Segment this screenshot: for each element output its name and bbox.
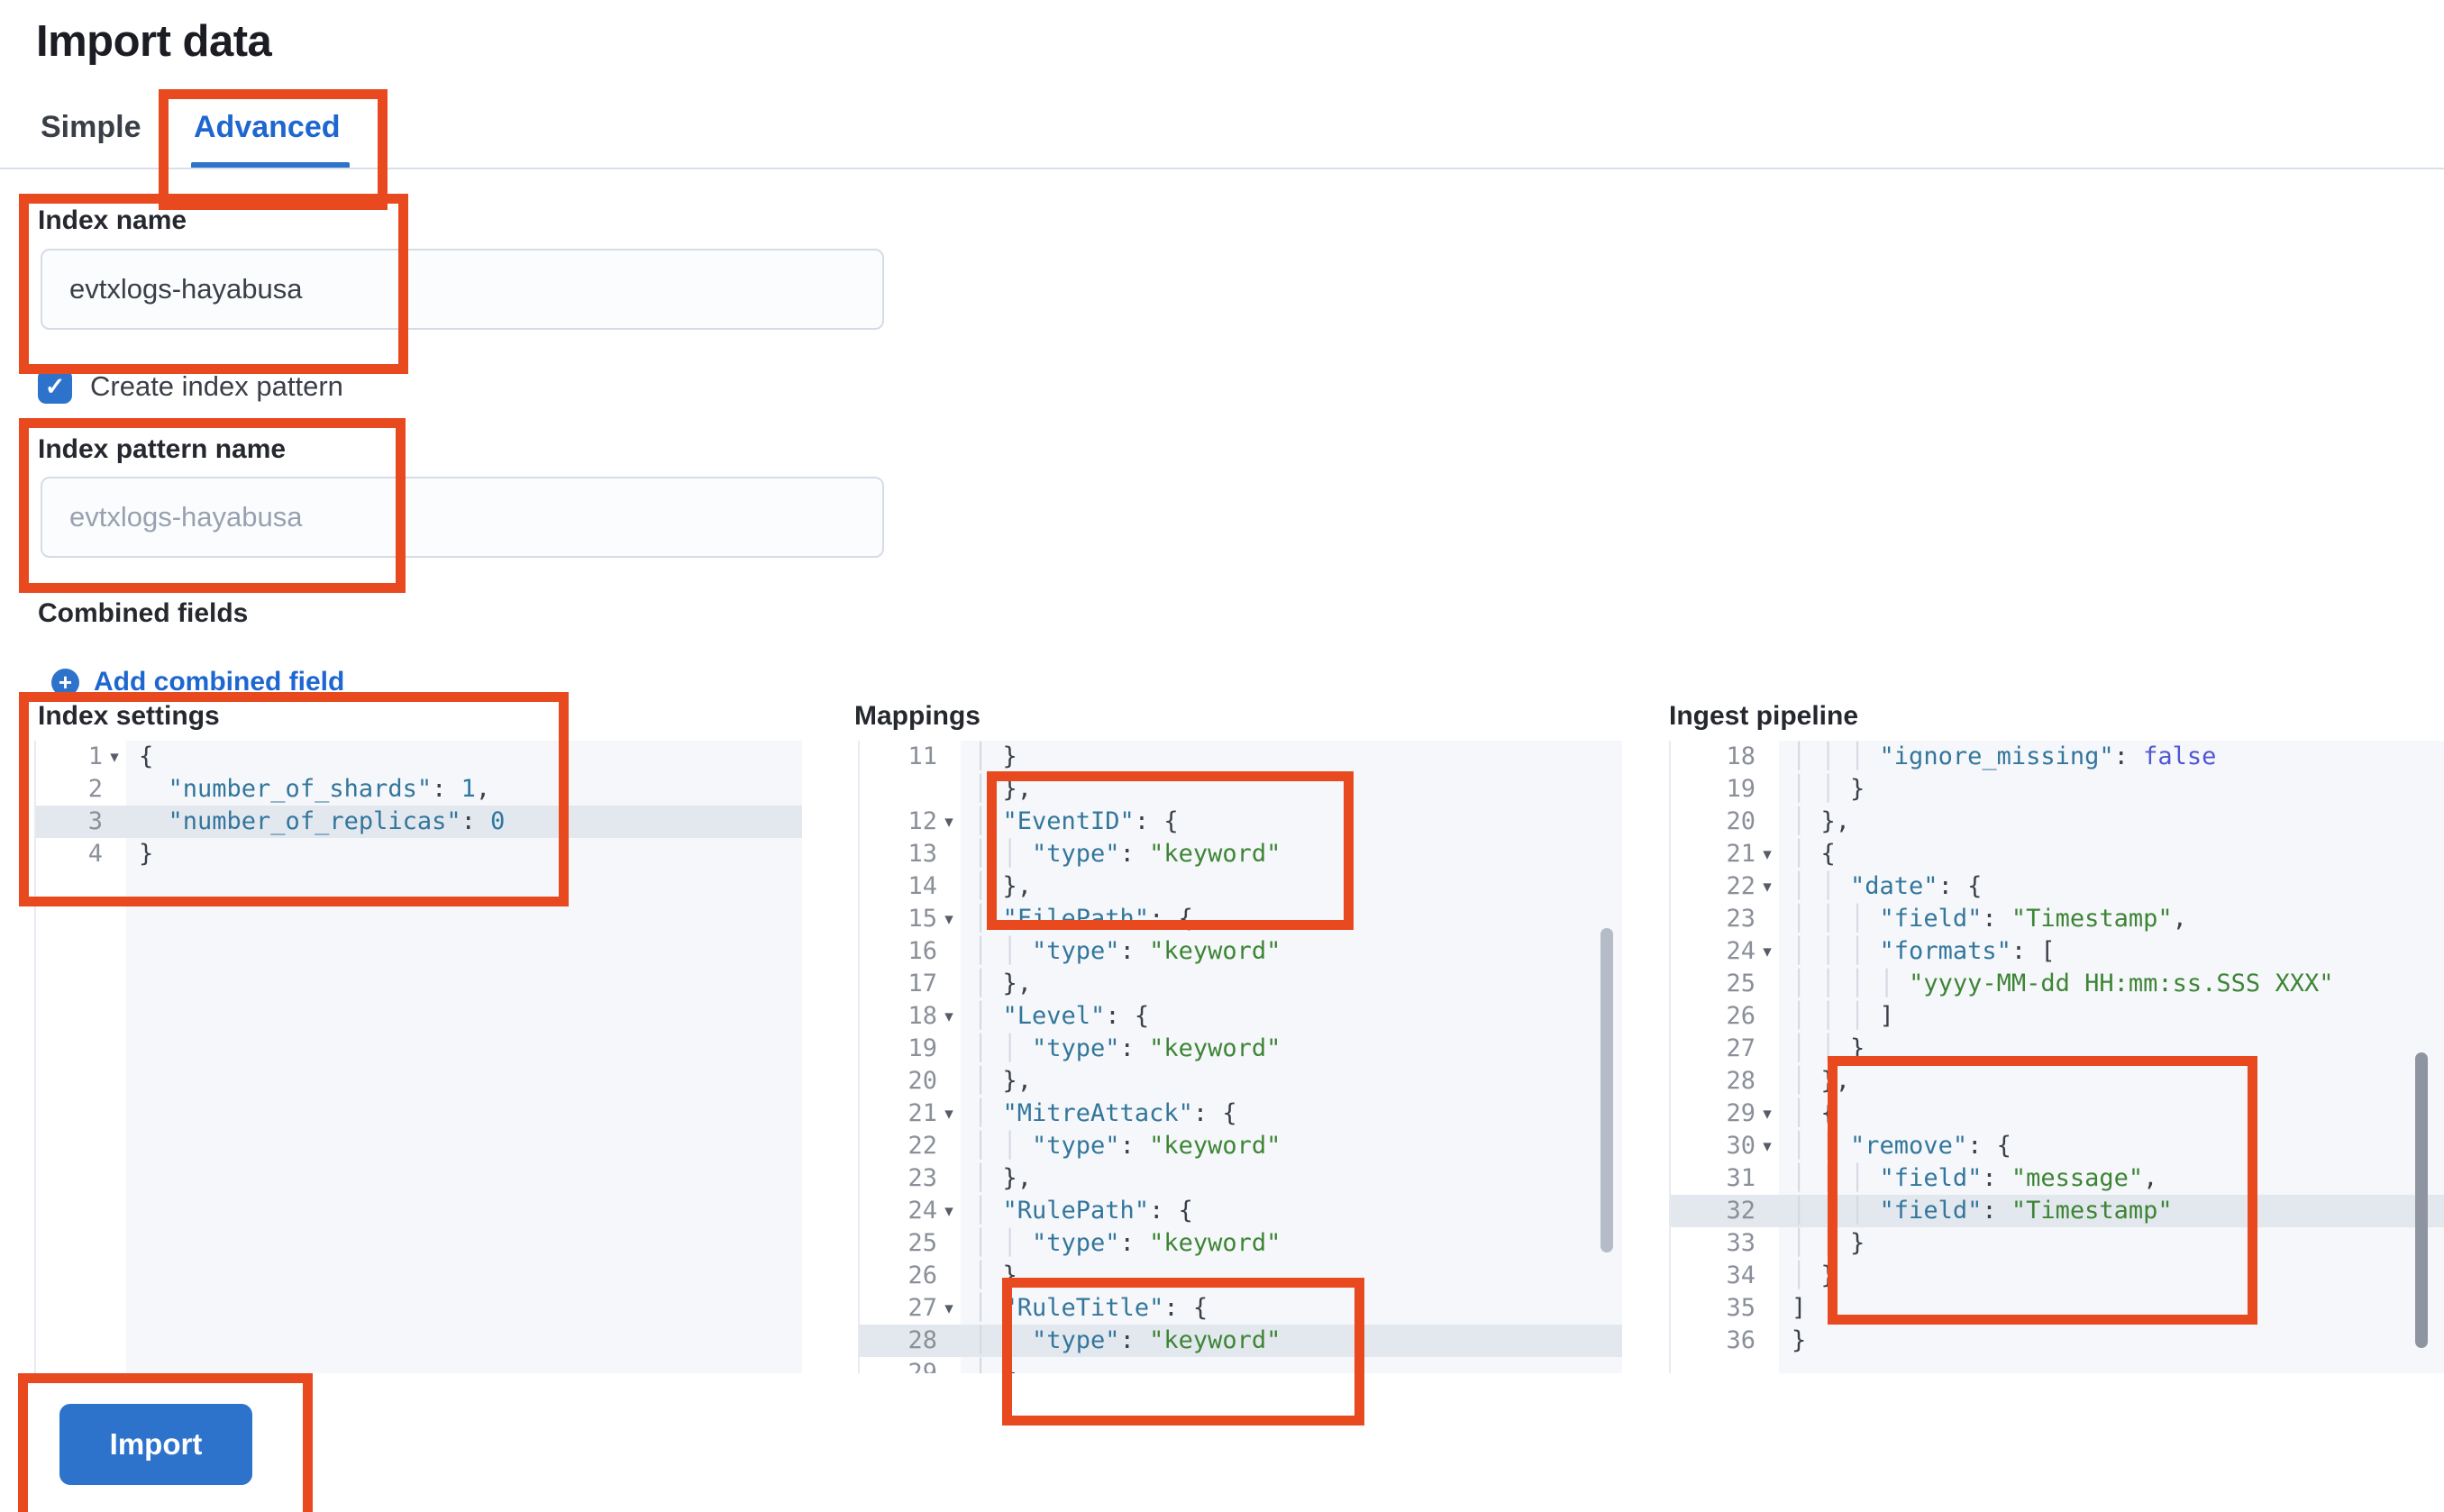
add-combined-field-link[interactable]: + Add combined field: [51, 667, 344, 697]
add-combined-field-label: Add combined field: [94, 667, 345, 697]
create-index-pattern-row[interactable]: ✓ Create index pattern: [38, 369, 343, 404]
code-line: 16│ │ "type": "keyword": [907, 937, 1281, 965]
ingest-scrollbar-thumb[interactable]: [2415, 1052, 2428, 1348]
code-line: 15▾│ "FilePath": {: [860, 903, 1622, 935]
create-index-pattern-checkbox[interactable]: ✓: [38, 369, 72, 404]
code-line: 24▾│ "RulePath": {: [860, 1195, 1622, 1227]
code-line: 34│ }: [1726, 1262, 1836, 1289]
fold-arrow-icon[interactable]: ▾: [1763, 942, 1772, 961]
code-line: 35]: [1726, 1294, 1807, 1322]
code-line: 19│ │ }: [1726, 775, 1865, 803]
active-tab-underline: [191, 162, 350, 169]
fold-arrow-icon[interactable]: ▾: [944, 1201, 953, 1221]
code-line: 18│ │ │ "ignore_missing": false: [1726, 742, 2217, 770]
fold-arrow-icon[interactable]: ▾: [944, 909, 953, 929]
code-line: 22▾│ │ "date": {: [1671, 870, 2444, 903]
code-line: 26│ },: [907, 1262, 1033, 1289]
mappings-label: Mappings: [854, 701, 980, 731]
code-line: 28│ },: [1726, 1067, 1851, 1095]
code-line: 36}: [1726, 1326, 1807, 1354]
code-line: 1▾{: [36, 741, 802, 773]
code-line: 12▾│ "EventID": {: [860, 806, 1622, 838]
tab-simple[interactable]: Simple: [41, 110, 141, 144]
fold-arrow-icon[interactable]: ▾: [944, 812, 953, 832]
code-line: 20│ },: [907, 1067, 1033, 1095]
plus-in-circle-icon: +: [51, 668, 79, 697]
fold-arrow-icon[interactable]: ▾: [944, 1298, 953, 1318]
fold-arrow-icon[interactable]: ▾: [1763, 1104, 1772, 1124]
create-index-pattern-label: Create index pattern: [90, 370, 343, 402]
code-line: │ },: [973, 775, 1033, 803]
code-line: 20│ },: [1726, 807, 1851, 835]
index-pattern-name-input[interactable]: [41, 477, 884, 558]
code-line: 17│ },: [907, 970, 1033, 997]
annotation-box-advanced-tab: [159, 89, 388, 210]
code-line: 25│ │ │ │ "yyyy-MM-dd HH:mm:ss.SSS XXX": [1726, 970, 2334, 997]
code-line: 11│ }: [907, 742, 1017, 770]
fold-arrow-icon[interactable]: ▾: [1763, 877, 1772, 897]
code-line: 23│ },: [907, 1164, 1033, 1192]
code-line: 18▾│ "Level": {: [860, 1000, 1622, 1033]
code-line: 32│ │ │ "field": "Timestamp": [1671, 1195, 2444, 1227]
mappings-editor[interactable]: 11│ } │ }, 12▾│ "EventID": {13│ │ "type": …: [858, 741, 1622, 1373]
code-line: 28│ │ "type": "keyword": [860, 1325, 1622, 1357]
code-line: 21▾│ "MitreAttack": {: [860, 1098, 1622, 1130]
code-line: 29│ },: [907, 1359, 1033, 1373]
index-settings-label: Index settings: [38, 701, 220, 731]
code-line: 22│ │ "type": "keyword": [907, 1132, 1281, 1160]
mappings-scrollbar-thumb[interactable]: [1600, 928, 1613, 1252]
tab-advanced[interactable]: Advanced: [194, 110, 341, 144]
fold-arrow-icon[interactable]: ▾: [944, 1006, 953, 1026]
code-line: 27▾│ "RuleTitle": {: [860, 1292, 1622, 1325]
fold-arrow-icon[interactable]: ▾: [1763, 1136, 1772, 1156]
ingest-pipeline-label: Ingest pipeline: [1669, 701, 1859, 731]
index-name-label: Index name: [38, 205, 187, 235]
fold-arrow-icon[interactable]: ▾: [1763, 844, 1772, 864]
code-line: 25│ │ "type": "keyword": [907, 1229, 1281, 1257]
code-line: 3 "number_of_replicas": 0: [36, 806, 802, 838]
combined-fields-label: Combined fields: [38, 598, 249, 628]
fold-arrow-icon[interactable]: ▾: [944, 1104, 953, 1124]
fold-arrow-icon[interactable]: ▾: [110, 747, 119, 767]
code-line: 21▾│ {: [1671, 838, 2444, 870]
code-line: 13│ │ "type": "keyword": [907, 840, 1281, 868]
index-name-input[interactable]: [41, 249, 884, 330]
code-line: 27│ │ }: [1726, 1034, 1865, 1062]
index-pattern-name-label: Index pattern name: [38, 434, 287, 464]
code-line: 4}: [87, 840, 154, 868]
ingest-pipeline-editor[interactable]: 18│ │ │ "ignore_missing": false 19│ │ } 20…: [1669, 741, 2444, 1373]
tabs-divider: [0, 168, 2444, 169]
code-line: 2 "number_of_shards": 1,: [87, 775, 491, 803]
code-line: 33│ │ }: [1726, 1229, 1865, 1257]
code-line: 31│ │ │ "field": "message",: [1726, 1164, 2158, 1192]
checkmark-icon: ✓: [44, 372, 66, 400]
code-line: 23│ │ │ "field": "Timestamp",: [1726, 905, 2187, 933]
index-settings-editor[interactable]: 1▾{2 "number_of_shards": 1, 3 "number_of_…: [34, 741, 802, 1373]
import-button[interactable]: Import: [59, 1404, 252, 1485]
code-line: 26│ │ │ ]: [1726, 1002, 1894, 1030]
page-title: Import data: [36, 17, 272, 66]
code-line: 24▾│ │ │ "formats": [: [1671, 935, 2444, 968]
code-line: 19│ │ "type": "keyword": [907, 1034, 1281, 1062]
code-line: 14│ },: [907, 872, 1033, 900]
code-line: 30▾│ │ "remove": {: [1671, 1130, 2444, 1162]
code-line: 29▾│ {: [1671, 1098, 2444, 1130]
